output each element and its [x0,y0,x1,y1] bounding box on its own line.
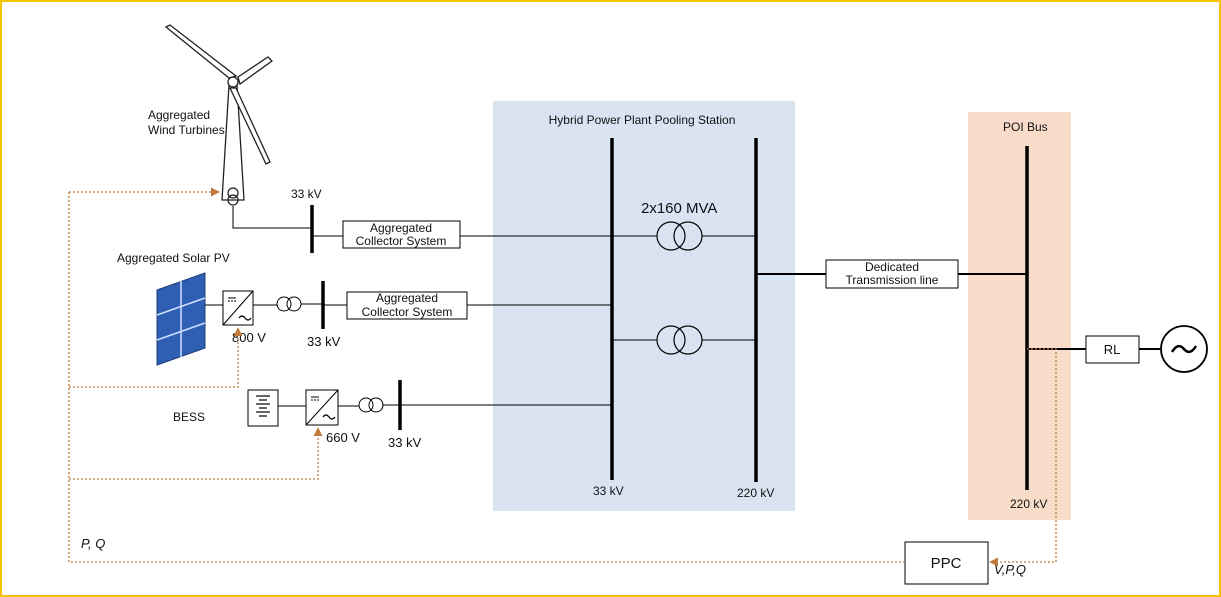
wind-feeder-line [232,206,312,229]
pooling-hv-bus-voltage: 220 kV [737,486,774,500]
collector-system-1-box [342,220,461,249]
ppc-box [904,541,989,585]
solar-panel-icon [156,272,206,366]
wind-label-line2: Wind Turbines [148,123,225,137]
poi-bus-voltage: 220 kV [1010,497,1047,511]
collector1-label-line2: Collector System [356,234,447,248]
battery-icon [247,389,279,427]
wind-turbine-icon [164,24,274,206]
pooling-station-region [493,101,795,511]
ppc-label: PPC [931,555,962,572]
collector2-label-line2: Collector System [362,305,453,319]
pooling-station-title: Hybrid Power Plant Pooling Station [549,113,736,127]
feedback-pq-label: P, Q [81,536,105,551]
collector1-label-line1: Aggregated [370,221,432,235]
pooling-lv-bus-voltage: 33 kV [593,484,624,498]
measurement-vpq-label: V,P,Q [994,562,1026,577]
bess-transformer-icon [358,397,384,413]
transmission-label-line2: Transmission line [846,273,939,287]
bess-label: BESS [173,410,205,424]
collector2-label-line1: Aggregated [376,291,438,305]
ac-source-icon [1160,325,1208,373]
bess-inverter-voltage: 660 V [326,430,360,445]
bess-bus-voltage: 33 kV [388,435,422,450]
solar-inverter-icon [222,290,254,326]
solar-label: Aggregated Solar PV [117,251,230,265]
bess-inverter-icon [305,389,339,426]
control-signal-lines [68,187,1057,567]
wind-bus-voltage: 33 kV [291,187,322,201]
transmission-label-line1: Dedicated [865,260,919,274]
poi-region [968,112,1071,520]
wind-label-line1: Aggregated [148,108,210,122]
poi-bus-label: POI Bus [1003,120,1048,134]
transformer-rating: 2x160 MVA [641,200,717,217]
solar-inverter-voltage: 800 V [232,330,266,345]
solar-bus-voltage: 33 kV [307,334,341,349]
solar-transformer-icon [276,296,302,312]
rl-label: RL [1104,342,1121,357]
